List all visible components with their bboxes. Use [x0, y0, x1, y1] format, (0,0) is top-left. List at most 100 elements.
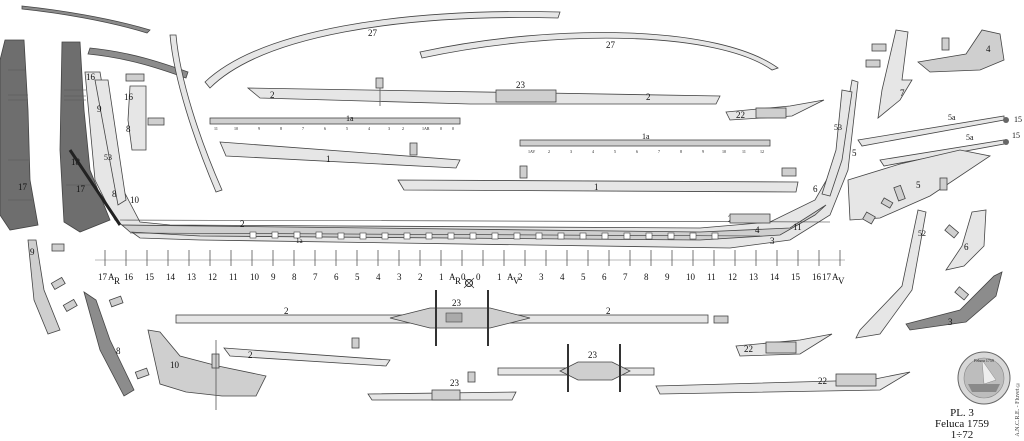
station-label: 15 [145, 272, 155, 282]
station-label: 10 [686, 272, 696, 282]
label-5b: 5 [916, 180, 921, 190]
label-16: 16 [86, 72, 96, 82]
svg-text:8: 8 [680, 149, 682, 154]
keel-slots [249, 231, 719, 240]
station-label: 16 [124, 272, 134, 282]
frame-17-right [59, 41, 111, 233]
station-label: 11 [707, 272, 716, 282]
block-2-long-end [713, 315, 729, 324]
part-8-lower [83, 291, 135, 397]
station-label: 12 [208, 272, 217, 282]
label-27b: 27 [606, 40, 616, 50]
plank-1-left [219, 141, 461, 169]
part-6-lower [945, 209, 987, 271]
svg-text:1AR: 1AR [422, 126, 430, 131]
station-label: 4 [376, 272, 381, 282]
label-18: 18 [71, 157, 81, 167]
station-label: 3 [539, 272, 544, 282]
station-label: 0 [461, 272, 466, 282]
station-label: 8 [644, 272, 649, 282]
station-label: 5 [581, 272, 586, 282]
station-label: 16 [812, 272, 822, 282]
part-7 [877, 29, 913, 119]
svg-text:3: 3 [388, 126, 390, 131]
station-label: A [832, 272, 839, 282]
label-4b: 4 [755, 225, 760, 235]
part-3-lower [905, 271, 1003, 331]
plate-title-block: PL. 3 Feluca 1759 1÷72 [922, 408, 1002, 441]
bolt-15a [1003, 117, 1009, 123]
top-left-beam [21, 5, 151, 34]
svg-text:8: 8 [280, 126, 282, 131]
station-label: 17 [822, 272, 832, 282]
label-6: 6 [813, 184, 818, 194]
label-27a: 27 [368, 28, 378, 38]
label-4: 4 [986, 44, 991, 54]
svg-text:0: 0 [440, 126, 442, 131]
label-17a: 17 [18, 182, 28, 192]
label-23a: 23 [516, 80, 526, 90]
station-label: 2 [518, 272, 523, 282]
ruler-1a-left [209, 117, 461, 125]
arc-27-right [419, 32, 779, 71]
label-17b: 17 [76, 184, 86, 194]
label-10b: 10 [170, 360, 180, 370]
svg-text:3: 3 [570, 149, 572, 154]
svg-text:10: 10 [234, 126, 238, 131]
station-label: 5 [355, 272, 360, 282]
label-7: 7 [900, 88, 905, 98]
label-keel-2: 2 [240, 219, 245, 229]
label-6b: 6 [964, 242, 969, 252]
label-10a: 10 [130, 195, 140, 205]
label-9b: 9 [30, 247, 35, 257]
station-label: 14 [770, 272, 780, 282]
block-1-right-end [781, 167, 797, 177]
label-5a: 5a [948, 113, 956, 122]
keel-inner [120, 204, 827, 241]
station-label: 1 [439, 272, 444, 282]
bolt-15b [1003, 139, 1009, 145]
svg-text:11: 11 [742, 149, 746, 154]
label-22d: 22 [818, 376, 827, 386]
svg-text:9: 9 [258, 126, 260, 131]
arc-27-left [204, 11, 561, 89]
midship-symbol [463, 277, 475, 289]
label-9a: 9 [97, 104, 102, 114]
block-7-mid [865, 59, 881, 68]
frame-17-left [0, 39, 39, 231]
label-23b: 23 [452, 298, 462, 308]
label-2d: 2 [606, 306, 611, 316]
station-label: 17 [98, 272, 108, 282]
svg-text:11: 11 [214, 126, 218, 131]
label-15b: 15 [1012, 131, 1020, 140]
label-1a-a: 1a [346, 114, 354, 123]
station-label: 9 [665, 272, 670, 282]
svg-text:6: 6 [324, 126, 326, 131]
label-52: 52 [918, 229, 926, 238]
svg-text:12: 12 [760, 149, 764, 154]
station-label: A [108, 272, 115, 282]
station-label: 2 [418, 272, 423, 282]
station-label: A [449, 272, 456, 282]
block-16-mid [147, 117, 165, 126]
station-label: 6 [602, 272, 607, 282]
station-label: 12 [728, 272, 737, 282]
label-23d: 23 [450, 378, 460, 388]
svg-text:7: 7 [302, 126, 304, 131]
plank-1-right [397, 179, 799, 193]
part-23-top [495, 89, 557, 103]
station-label: R [455, 276, 461, 286]
station-label: 15 [791, 272, 801, 282]
svg-text:4: 4 [592, 149, 594, 154]
part-22-on-hull [729, 213, 771, 224]
station-label: 4 [560, 272, 565, 282]
svg-text:5: 5 [614, 149, 616, 154]
station-label: 7 [313, 272, 318, 282]
svg-text:2: 2 [548, 149, 550, 154]
station-label: 11 [229, 272, 238, 282]
svg-text:5: 5 [346, 126, 348, 131]
svg-text:2: 2 [402, 126, 404, 131]
label-2b: 2 [646, 92, 651, 102]
